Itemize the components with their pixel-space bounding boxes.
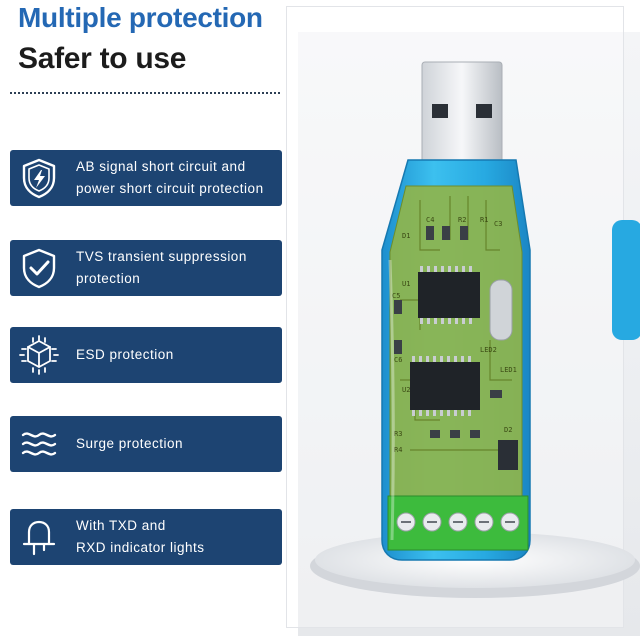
pcb-label: R4 xyxy=(394,446,402,454)
pcb-label: R2 xyxy=(458,216,466,224)
pcb-label: LED1 xyxy=(500,366,517,374)
pcb-label: R1 xyxy=(480,216,488,224)
chip-cube-icon xyxy=(18,334,60,376)
chip-u2 xyxy=(410,362,480,410)
chip-u1 xyxy=(418,272,480,318)
dotted-divider xyxy=(10,92,280,94)
pcb-label: U2 xyxy=(402,386,410,394)
feature-card-surge: Surge protection xyxy=(10,416,282,472)
shield-lightning-icon xyxy=(18,157,60,199)
feature-text: ESD protection xyxy=(76,347,174,362)
headline: Multiple protection xyxy=(18,2,263,33)
feature-text: With TXD and RXD indicator lights xyxy=(76,518,205,555)
pcb-board xyxy=(390,186,522,500)
shield-check-icon xyxy=(18,247,60,289)
secondary-device-edge xyxy=(612,220,640,340)
feature-text: AB signal short circuit and power short … xyxy=(76,159,264,196)
pcb-label: C3 xyxy=(494,220,502,228)
subheadline: Safer to use xyxy=(18,42,187,75)
pcb-label: C5 xyxy=(392,292,400,300)
feature-card-indicator: With TXD and RXD indicator lights xyxy=(10,509,282,565)
pcb-label: C6 xyxy=(394,356,402,364)
feature-card-tvs: TVS transient suppression protection xyxy=(10,240,282,296)
indicator-light-icon xyxy=(18,516,60,558)
feature-card-short-circuit: AB signal short circuit and power short … xyxy=(10,150,282,206)
feature-text: Surge protection xyxy=(76,436,184,451)
crystal-oscillator xyxy=(489,279,513,341)
diode-d2 xyxy=(498,440,518,470)
pcb-label: LED2 xyxy=(480,346,497,354)
feature-text: TVS transient suppression protection xyxy=(76,249,247,286)
pcb-label: D2 xyxy=(504,426,512,434)
waves-icon xyxy=(18,423,60,465)
feature-card-esd: ESD protection xyxy=(10,327,282,383)
pcb-label: U1 xyxy=(402,280,410,288)
usb-converter-illustration: D1 C4 R2 R1 U1 C5 C3 C6 U2 LED1 LED2 R3 … xyxy=(310,61,640,598)
pcb-label: C4 xyxy=(426,216,434,224)
pcb-label: D1 xyxy=(402,232,410,240)
pcb-label: R3 xyxy=(394,430,402,438)
